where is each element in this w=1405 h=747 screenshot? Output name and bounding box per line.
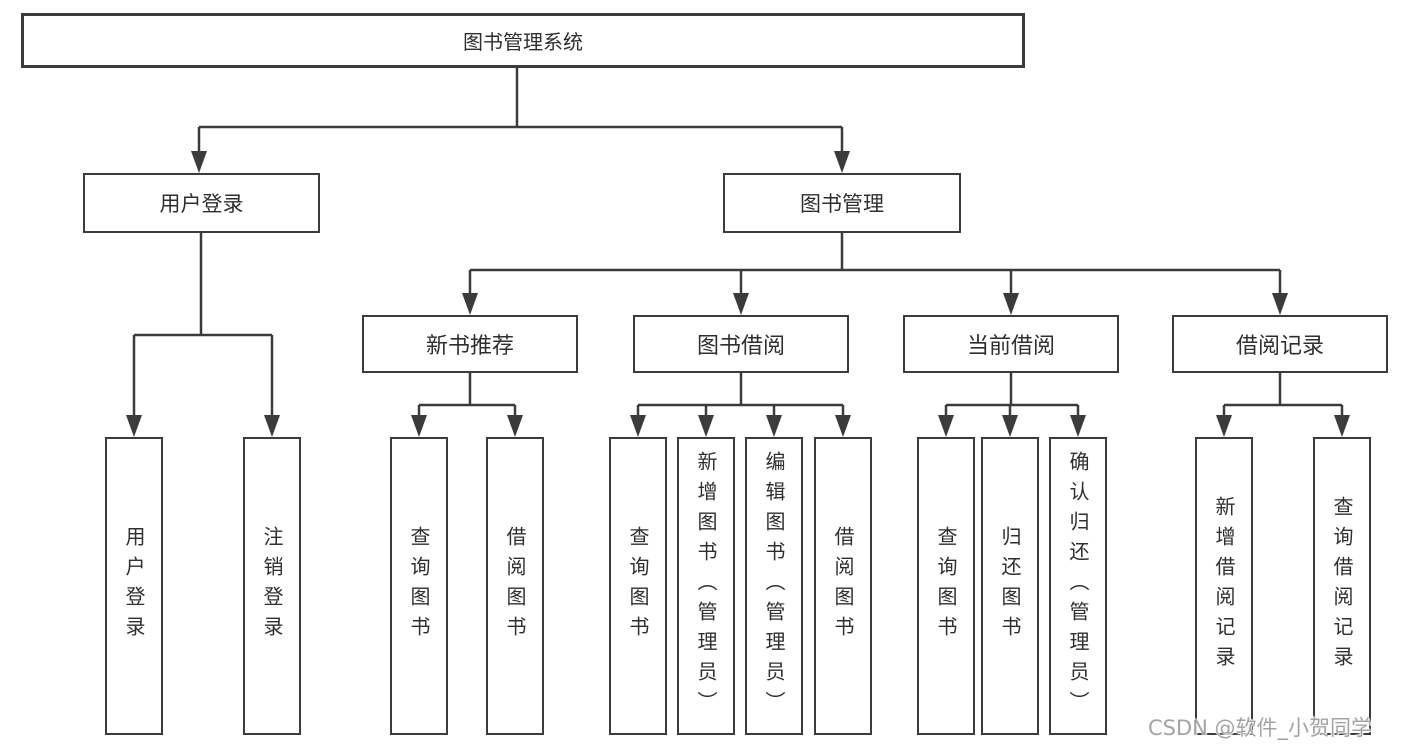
- leaf-logout: 注销登录: [243, 437, 301, 735]
- arrow-down-icon: [1002, 415, 1018, 437]
- leaf-borrow-books: 借阅图书: [814, 437, 872, 735]
- arrow-down-icon: [1272, 293, 1288, 315]
- leaf-edit-book-admin: 编辑图书（管理员）: [745, 437, 803, 735]
- arrow-down-icon: [766, 415, 782, 437]
- leaf-borrow-books-recommend-label: 借阅图书: [503, 526, 527, 646]
- node-user-login-branch: 用户登录: [83, 173, 320, 233]
- arrow-down-icon: [1070, 415, 1086, 437]
- leaf-query-books-current-label: 查询图书: [934, 526, 958, 646]
- arrow-down-icon: [507, 415, 523, 437]
- arrow-down-icon: [191, 151, 207, 173]
- node-new-book-recommend-label: 新书推荐: [425, 334, 514, 359]
- arrow-down-icon: [411, 415, 427, 437]
- arrow-down-icon: [698, 415, 714, 437]
- leaf-query-books-recommend: 查询图书: [390, 437, 448, 735]
- leaf-query-borrow-record-label: 查询借阅记录: [1330, 496, 1354, 676]
- arrow-down-icon: [264, 415, 280, 437]
- node-new-book-recommend: 新书推荐: [362, 315, 578, 373]
- leaf-query-books-borrow-label: 查询图书: [626, 526, 650, 646]
- arrow-down-icon: [630, 415, 646, 437]
- leaf-add-book-admin: 新增图书（管理员）: [677, 437, 735, 735]
- leaf-return-book: 归还图书: [981, 437, 1039, 735]
- leaf-query-books-borrow: 查询图书: [609, 437, 667, 735]
- arrow-down-icon: [126, 415, 142, 437]
- arrow-down-icon: [462, 293, 478, 315]
- leaf-edit-book-admin-label: 编辑图书（管理员）: [762, 451, 786, 721]
- leaf-user-login: 用户登录: [105, 437, 163, 735]
- arrow-down-icon: [1216, 415, 1232, 437]
- watermark: CSDN @软件_小贺同学: [1148, 716, 1373, 740]
- leaf-user-login-label: 用户登录: [122, 526, 146, 646]
- arrow-down-icon: [938, 415, 954, 437]
- node-book-borrowing-label: 图书借阅: [696, 334, 785, 359]
- leaf-borrow-books-label: 借阅图书: [831, 526, 855, 646]
- leaf-borrow-books-recommend: 借阅图书: [486, 437, 544, 735]
- node-borrowing-records: 借阅记录: [1172, 315, 1388, 373]
- leaf-confirm-return-admin-label: 确认归还（管理员）: [1066, 451, 1090, 721]
- node-book-borrowing: 图书借阅: [633, 315, 849, 373]
- leaf-query-books-current: 查询图书: [917, 437, 975, 735]
- node-library-system-label: 图书管理系统: [463, 30, 583, 54]
- leaf-add-borrow-record: 新增借阅记录: [1195, 437, 1253, 735]
- leaf-return-book-label: 归还图书: [998, 526, 1022, 646]
- leaf-logout-label: 注销登录: [260, 526, 284, 646]
- node-current-borrowing-label: 当前借阅: [966, 334, 1055, 359]
- node-book-management: 图书管理: [723, 173, 961, 233]
- leaf-add-book-admin-label: 新增图书（管理员）: [694, 451, 718, 721]
- node-book-management-label: 图书管理: [800, 192, 884, 216]
- leaf-query-borrow-record: 查询借阅记录: [1313, 437, 1371, 735]
- leaf-add-borrow-record-label: 新增借阅记录: [1212, 496, 1236, 676]
- arrow-down-icon: [1003, 293, 1019, 315]
- arrow-down-icon: [733, 293, 749, 315]
- node-library-system: 图书管理系统: [21, 13, 1025, 68]
- node-current-borrowing: 当前借阅: [903, 315, 1119, 373]
- arrow-down-icon: [834, 151, 850, 173]
- arrow-down-icon: [835, 415, 851, 437]
- leaf-query-books-recommend-label: 查询图书: [407, 526, 431, 646]
- node-borrowing-records-label: 借阅记录: [1235, 334, 1324, 359]
- arrow-down-icon: [1334, 415, 1350, 437]
- node-user-login-branch-label: 用户登录: [159, 192, 244, 216]
- leaf-confirm-return-admin: 确认归还（管理员）: [1049, 437, 1107, 735]
